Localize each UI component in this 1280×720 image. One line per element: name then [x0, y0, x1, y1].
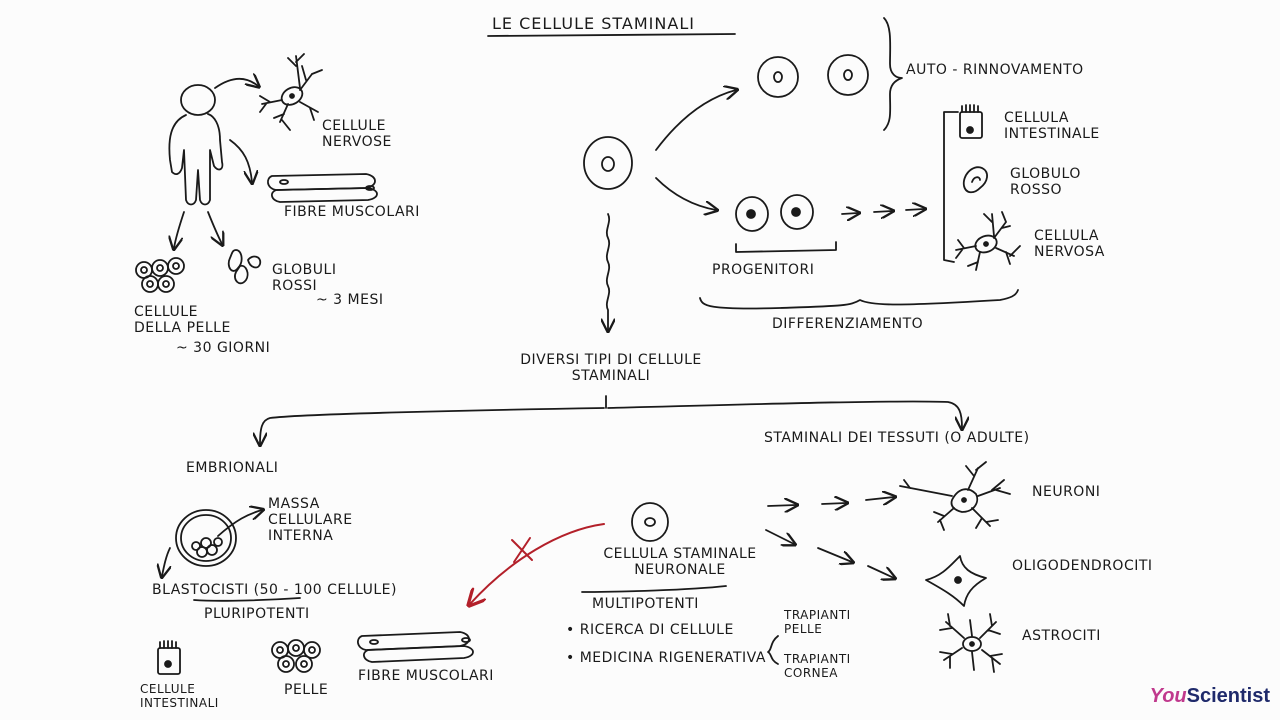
arrow-inner-mass: [217, 510, 262, 537]
muscle-fibers-icon: [267, 173, 378, 203]
label-oligodendrocytes: OLIGODENDROCITI: [1012, 558, 1153, 574]
label-embryonic: EMBRIONALI: [186, 460, 279, 476]
blastocyst-icon: [175, 509, 237, 567]
label-neurons: NEURONI: [1032, 484, 1101, 500]
logo-you: You: [1149, 685, 1187, 707]
progenitor-cells-icon: [735, 194, 814, 232]
label-red-blood-cells-time: ~ 3 MESI: [316, 292, 384, 308]
title-underline: [487, 33, 736, 37]
skin-cells-icon: [135, 257, 185, 293]
arrow-self-renewal: [655, 90, 736, 151]
label-nerve-cells: CELLULE NERVOSE: [322, 118, 392, 150]
arrow-oligo-2: [817, 547, 852, 562]
bullet-research: • RICERCA DI CELLULE: [566, 622, 734, 638]
label-astrocytes: ASTROCITI: [1022, 628, 1101, 644]
nerve-cell-right-icon: [955, 211, 1021, 271]
youscientist-logo: YouScientist: [1150, 685, 1270, 708]
label-pluripotent: PLURIPOTENTI: [204, 606, 310, 622]
label-transplant-cornea: TRAPIANTI CORNEA: [784, 652, 851, 680]
label-muscle-fibers-bottom: FIBRE MUSCOLARI: [358, 668, 494, 684]
skin-cells-bottom-icon: [271, 639, 321, 673]
red-blood-cells-icon: [227, 249, 262, 285]
arrow-to-redcells: [207, 211, 222, 244]
intestinal-cells-icon: [157, 640, 181, 675]
label-muscle-fibers: FIBRE MUSCOLARI: [284, 204, 420, 220]
oligodendrocyte-icon: [925, 555, 987, 607]
self-renewal-cells-icon: [757, 54, 869, 98]
arrow-to-nerve: [214, 79, 258, 88]
red-cell-icon: [962, 166, 988, 194]
label-skin-cells-time: ~ 30 GIORNI: [176, 340, 271, 356]
neuron-icon: [899, 461, 1011, 531]
label-progenitors: PROGENITORI: [712, 262, 815, 278]
arrow-oligo-1: [765, 529, 794, 544]
label-differentiation: DIFFERENZIAMENTO: [772, 316, 924, 332]
label-intestinal-cells: CELLULE INTESTINALI: [140, 682, 219, 710]
transplant-brace: [767, 635, 779, 665]
label-red-blood-cells: GLOBULI ROSSI: [272, 262, 337, 294]
nerve-cell-icon: [259, 53, 323, 131]
arrow-neurons-2: [821, 503, 846, 504]
page-title: LE CELLULE STAMINALI: [492, 14, 695, 33]
intestinal-cell-icon: [959, 104, 983, 139]
arrow-neurons-3: [865, 497, 894, 500]
label-transplant-skin: TRAPIANTI PELLE: [784, 608, 851, 636]
human-figure-icon: [168, 84, 224, 206]
arrow-diff-3: [905, 209, 924, 210]
branch-to-adult: [607, 400, 962, 428]
label-neural-stem-cell: CELLULA STAMINALE NEURONALE: [603, 546, 757, 578]
label-multipotent: MULTIPOTENTI: [592, 596, 699, 612]
arrow-to-skin: [174, 211, 185, 248]
neural-stem-cell-icon: [631, 502, 669, 542]
squiggle-arrow-down: [607, 213, 609, 330]
differentiated-bracket: [943, 111, 959, 263]
label-types-heading: DIVERSI TIPI DI CELLULE STAMINALI: [520, 352, 702, 384]
arrow-diff-1: [841, 213, 858, 214]
label-skin: PELLE: [284, 682, 329, 698]
red-cross-mark: [511, 537, 533, 563]
bullet-regenerative: • MEDICINA RIGENERATIVA: [566, 650, 766, 666]
muscle-fibers-bottom-icon: [357, 631, 474, 663]
bullet-regenerative-text: MEDICINA RIGENERATIVA: [579, 650, 766, 666]
pluripotent-underline: [193, 597, 301, 602]
label-inner-cell-mass: MASSA CELLULARE INTERNA: [268, 496, 353, 544]
stem-cell-central-icon: [583, 136, 633, 190]
label-skin-cells: CELLULE DELLA PELLE: [134, 304, 231, 336]
self-renewal-brace: [883, 17, 903, 131]
label-blastocyst: BLASTOCISTI (50 - 100 CELLULE): [152, 582, 397, 598]
arrow-diff-2: [873, 211, 892, 212]
label-red-cell: GLOBULO ROSSO: [1010, 166, 1081, 198]
bullet-research-text: RICERCA DI CELLULE: [579, 622, 734, 638]
branch-to-embryonic: [260, 407, 605, 444]
multipotent-underline: [581, 585, 727, 593]
arrow-progenitors: [655, 177, 716, 210]
arrow-to-muscle: [229, 139, 252, 182]
label-intestinal-cell: CELLULA INTESTINALE: [1004, 110, 1100, 142]
label-adult-heading: STAMINALI DEI TESSUTI (O ADULTE): [764, 430, 1030, 446]
red-arrow-not-possible: [470, 523, 605, 604]
logo-scientist: Scientist: [1186, 685, 1270, 707]
differentiation-bracket: [699, 289, 1019, 310]
label-self-renewal: AUTO - RINNOVAMENTO: [906, 62, 1084, 78]
label-nerve-cell: CELLULA NERVOSA: [1034, 228, 1105, 260]
progenitors-bracket: [735, 241, 837, 253]
arrow-oligo-3: [867, 565, 894, 578]
arrow-neurons-1: [767, 505, 796, 506]
arrow-embryo-down: [162, 547, 170, 576]
astrocyte-icon: [939, 613, 1003, 673]
